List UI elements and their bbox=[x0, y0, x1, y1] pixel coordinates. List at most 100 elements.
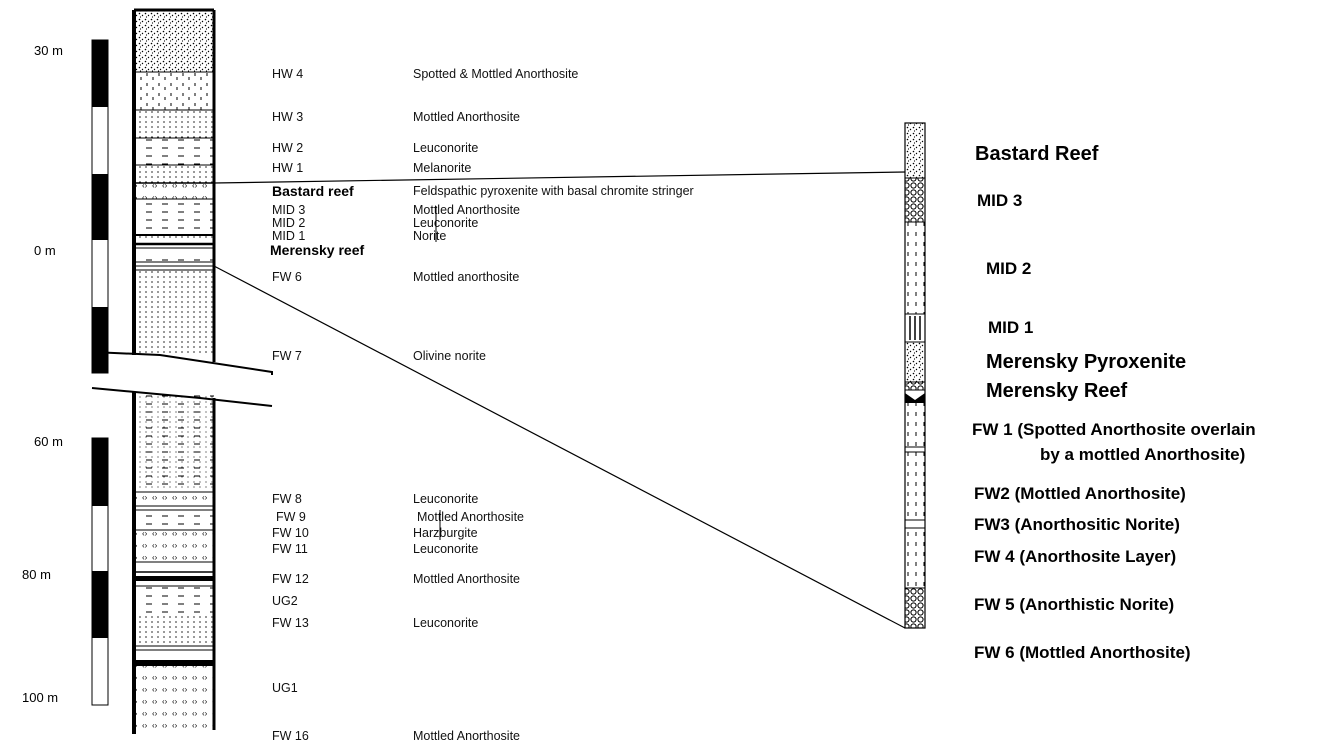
unit-code: Merensky reef bbox=[270, 242, 365, 258]
scale-label: 80 m bbox=[22, 567, 51, 582]
layer-fw9 bbox=[134, 510, 214, 530]
detail-layer-mid1 bbox=[909, 316, 921, 340]
detail-label: MID 3 bbox=[977, 191, 1022, 210]
layer-ug1 bbox=[134, 666, 214, 730]
unit-code: FW 9 bbox=[276, 510, 306, 524]
unit-description: Olivine norite bbox=[413, 349, 486, 363]
unit-code: UG1 bbox=[272, 681, 298, 695]
unit-code: FW 10 bbox=[272, 526, 309, 540]
unit-code: FW 13 bbox=[272, 616, 309, 630]
unit-code: MID 1 bbox=[272, 229, 305, 243]
layer-hw1 bbox=[134, 165, 214, 183]
layer-hw4 bbox=[134, 72, 214, 110]
scale-label: 0 m bbox=[34, 243, 56, 258]
scale-bar-segment bbox=[92, 438, 108, 506]
detail-label: FW3 (Anorthositic Norite) bbox=[974, 515, 1180, 534]
detail-labels: Bastard Reef MID 3 MID 2 MID 1 Merensky … bbox=[972, 143, 1256, 662]
unit-code: HW 4 bbox=[272, 67, 303, 81]
scale-label: 30 m bbox=[34, 43, 63, 58]
detail-label: FW 1 (Spotted Anorthosite overlain bbox=[972, 420, 1256, 439]
layer-hw2 bbox=[134, 138, 214, 165]
detail-layer-merensky-reef bbox=[905, 382, 925, 390]
unit-code: MID 3 bbox=[272, 203, 305, 217]
scale-label: 100 m bbox=[22, 690, 58, 705]
correlation-line-top bbox=[213, 171, 906, 184]
unit-description: Harzburgite bbox=[413, 526, 478, 540]
depth-scale-bar: 30 m 0 m 60 m 80 m 100 m bbox=[22, 39, 109, 706]
layer-hw4-upper bbox=[134, 10, 214, 72]
detail-column-frame bbox=[904, 122, 926, 629]
detail-layer-merensky-pyroxenite bbox=[905, 342, 925, 382]
scale-label: 60 m bbox=[34, 434, 63, 449]
detail-label: FW2 (Mottled Anorthosite) bbox=[974, 484, 1186, 503]
unit-description: Mottled Anorthosite bbox=[417, 510, 524, 524]
detail-layer-mid3 bbox=[905, 178, 925, 222]
unit-code: FW 16 bbox=[272, 729, 309, 743]
scale-bar-segment bbox=[92, 40, 108, 107]
unit-description: Mottled Anorthosite bbox=[413, 572, 520, 586]
unit-code: HW 1 bbox=[272, 161, 303, 175]
detail-label: FW 6 (Mottled Anorthosite) bbox=[974, 643, 1191, 662]
unit-code: FW 11 bbox=[272, 542, 308, 556]
layer-mid bbox=[134, 199, 214, 235]
detail-label: FW 4 (Anorthosite Layer) bbox=[974, 547, 1176, 566]
layer-bastard-reef bbox=[134, 183, 214, 199]
detail-label: Merensky Reef bbox=[986, 380, 1128, 402]
unit-description: Spotted & Mottled Anorthosite bbox=[413, 67, 578, 81]
layer-ug2 bbox=[134, 586, 214, 616]
unit-code: FW 7 bbox=[272, 349, 302, 363]
unit-code: Bastard reef bbox=[272, 183, 354, 199]
unit-labels: HW 4 Spotted & Mottled Anorthosite HW 3 … bbox=[270, 67, 694, 743]
chromitite-seam bbox=[134, 576, 214, 581]
layer-hw3 bbox=[134, 110, 214, 138]
detail-label: Merensky Pyroxenite bbox=[986, 351, 1186, 373]
unit-code: HW 3 bbox=[272, 110, 303, 124]
unit-code: FW 6 bbox=[272, 270, 302, 284]
scale-bar-segment bbox=[92, 307, 108, 373]
correlation-lines bbox=[213, 171, 906, 629]
chromitite-seam bbox=[134, 660, 214, 666]
detail-layer-mid2 bbox=[905, 222, 925, 314]
detail-layer-fw1 bbox=[905, 403, 925, 447]
detail-layer-fw5 bbox=[905, 588, 925, 628]
unit-code: FW 8 bbox=[272, 492, 302, 506]
detail-label: MID 1 bbox=[988, 318, 1033, 337]
unit-description: Norite bbox=[413, 229, 446, 243]
unit-code: HW 2 bbox=[272, 141, 303, 155]
unit-description: Mottled Anorthosite bbox=[413, 110, 520, 124]
unit-description: Leuconorite bbox=[413, 216, 478, 230]
detail-label: Bastard Reef bbox=[975, 143, 1099, 165]
detail-layer-fw2 bbox=[905, 452, 925, 520]
unit-description: Leuconorite bbox=[413, 616, 478, 630]
layer-fw8 bbox=[134, 492, 214, 506]
main-stratigraphic-column bbox=[91, 8, 273, 734]
layer-fw10-11 bbox=[134, 530, 214, 562]
layer-fw13 bbox=[134, 616, 214, 646]
detail-label: by a mottled Anorthosite) bbox=[1040, 445, 1245, 464]
unit-description: Feldspathic pyroxenite with basal chromi… bbox=[413, 184, 694, 198]
detail-label: MID 2 bbox=[986, 259, 1031, 278]
unit-description: Leuconorite bbox=[413, 492, 478, 506]
layer-merensky bbox=[134, 235, 214, 241]
detail-layer-fw4 bbox=[905, 528, 925, 588]
unit-description: Leuconorite bbox=[413, 542, 478, 556]
detail-layer-bastard-reef bbox=[905, 123, 925, 178]
unit-description: Mottled anorthosite bbox=[413, 270, 519, 284]
unit-code: FW 12 bbox=[272, 572, 309, 586]
detail-label: FW 5 (Anorthistic Norite) bbox=[974, 595, 1174, 614]
detail-column bbox=[904, 122, 926, 629]
scale-bar-segment bbox=[92, 571, 108, 638]
detail-chromitite bbox=[905, 393, 925, 403]
unit-description: Melanorite bbox=[413, 161, 471, 175]
column-break-upper bbox=[91, 351, 273, 375]
scale-bar-segment bbox=[92, 174, 108, 240]
unit-description: Mottled Anorthosite bbox=[413, 203, 520, 217]
unit-code: MID 2 bbox=[272, 216, 305, 230]
layer-fw6-fw7 bbox=[134, 270, 214, 355]
unit-code: UG2 bbox=[272, 594, 298, 608]
unit-description: Mottled Anorthosite bbox=[413, 729, 520, 743]
unit-description: Leuconorite bbox=[413, 141, 478, 155]
layer-fw6-top bbox=[134, 253, 214, 265]
correlation-line-bottom bbox=[213, 265, 906, 629]
